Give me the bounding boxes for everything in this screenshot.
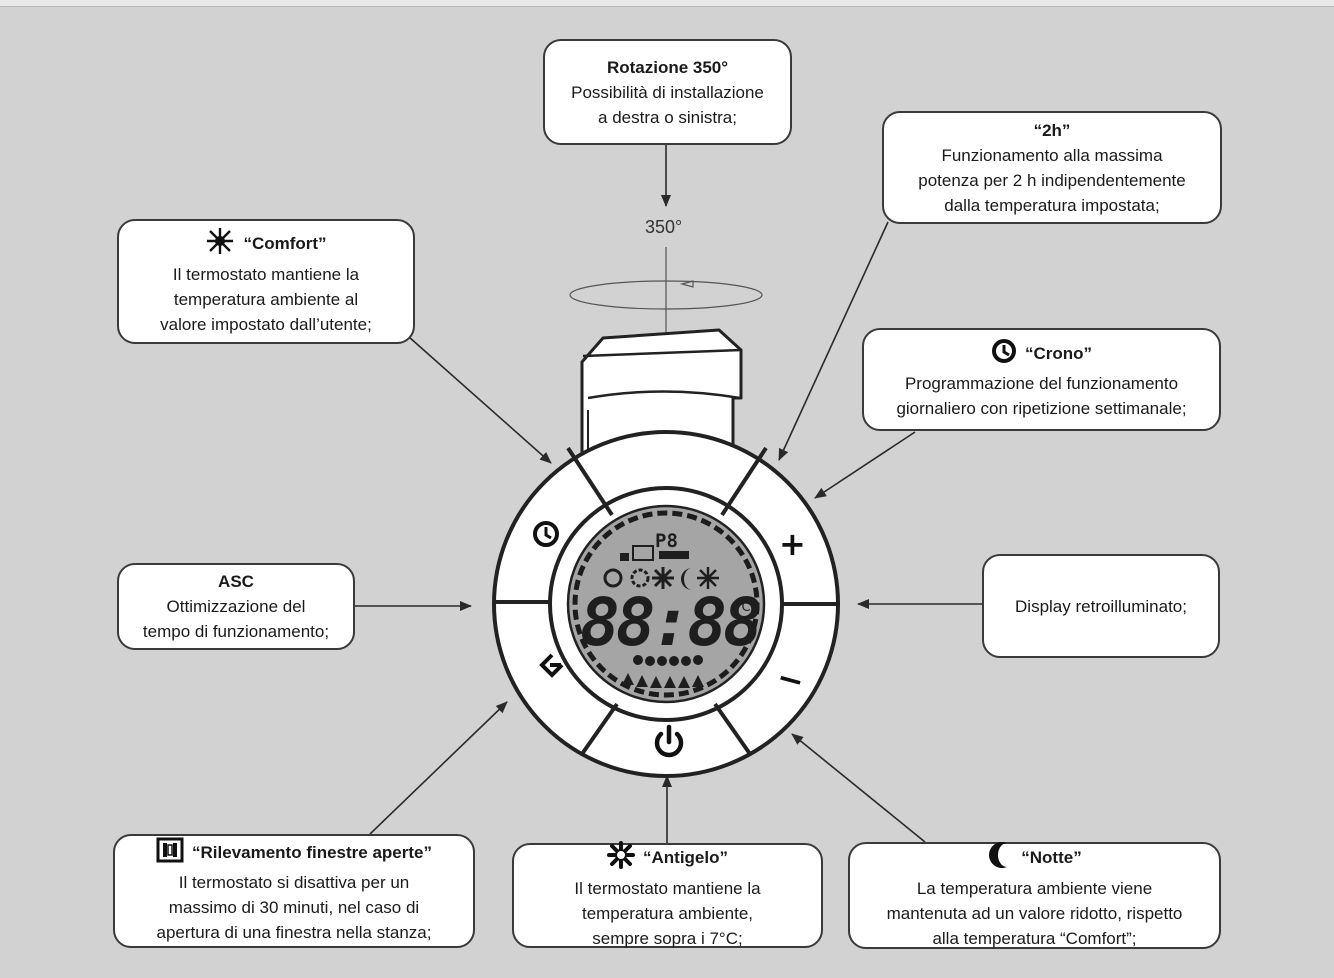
callout-crono: “Crono” Programmazione del funzionamento… bbox=[862, 328, 1221, 431]
thermostat-dial: 88:88 °C P8 bbox=[492, 430, 840, 778]
asc-icon bbox=[539, 653, 564, 678]
callout-asc-body: Ottimizzazione del tempo di funzionament… bbox=[142, 597, 330, 641]
lcd-battery-indicator bbox=[659, 551, 689, 559]
lcd-power-icon bbox=[603, 568, 623, 588]
callout-two-hours: “2h” Funzionamento alla massima potenza … bbox=[882, 111, 1222, 224]
lcd-sun-icon bbox=[697, 567, 719, 589]
power-icon bbox=[654, 731, 684, 758]
callout-antifreeze-body: Il termostato mantiene la temperatura am… bbox=[574, 878, 761, 948]
dial-clock-button[interactable] bbox=[533, 521, 559, 547]
arrow-crono bbox=[814, 431, 916, 499]
arrow-night bbox=[791, 733, 926, 843]
callout-comfort-title: “Comfort” bbox=[243, 233, 327, 253]
clock-icon bbox=[991, 338, 1017, 371]
arrow-comfort bbox=[408, 336, 552, 464]
callout-crono-body: Programmazione del funzionamento giornal… bbox=[896, 374, 1187, 418]
callout-rotation-body: Possibilità di installazione a destra o … bbox=[571, 82, 764, 127]
connector-arrows bbox=[355, 145, 982, 843]
callout-display: Display retroilluminato; bbox=[982, 554, 1220, 658]
lcd-program-triangles bbox=[622, 673, 704, 688]
lcd-day-indicators bbox=[633, 655, 703, 666]
callout-window: “Rilevamento finestre aperte” Il termost… bbox=[113, 834, 475, 948]
arrow-two-hours bbox=[778, 221, 889, 461]
callout-rotation-title: Rotazione 350° bbox=[606, 57, 729, 77]
lcd-timer-icon bbox=[630, 568, 650, 588]
lcd-window-indicator bbox=[632, 545, 654, 561]
callout-two-hours-title: “2h” bbox=[1033, 120, 1071, 140]
callout-antifreeze: “Antigelo” Il termostato mantiene la tem… bbox=[512, 840, 823, 948]
callout-window-title: “Rilevamento finestre aperte” bbox=[192, 842, 432, 862]
callout-two-hours-body: Funzionamento alla massima potenza per 2… bbox=[918, 145, 1186, 215]
lcd-lock-indicator bbox=[620, 553, 629, 561]
lcd-small-digits: P8 bbox=[655, 530, 678, 552]
dial-plus-button[interactable]: + bbox=[779, 525, 806, 563]
callout-asc: ASC Ottimizzazione del tempo di funziona… bbox=[117, 563, 355, 650]
snowflake-icon bbox=[607, 840, 635, 876]
lcd-digits: 88:88 bbox=[580, 584, 760, 661]
callout-comfort-body: Il termostato mantiene la temperatura am… bbox=[160, 264, 372, 334]
rotation-indicator: 350° bbox=[569, 217, 763, 340]
dial-asc-button[interactable] bbox=[539, 653, 564, 678]
arrow-window bbox=[369, 701, 508, 835]
callout-crono-title: “Crono” bbox=[1024, 343, 1093, 363]
moon-icon bbox=[987, 841, 1013, 876]
top-bar bbox=[0, 0, 1334, 7]
callout-night-body: La temperatura ambiente viene mantenuta … bbox=[886, 878, 1183, 948]
lcd-moon-icon bbox=[681, 568, 692, 590]
dial-power-button[interactable] bbox=[654, 724, 684, 758]
callout-asc-title: ASC bbox=[218, 572, 254, 591]
callout-night: “Notte” La temperatura ambiente viene ma… bbox=[848, 841, 1221, 949]
callout-rotation: Rotazione 350° Possibilità di installazi… bbox=[543, 39, 792, 145]
lcd-snowflake-icon bbox=[652, 567, 674, 589]
lcd-content: 88:88 °C P8 bbox=[580, 530, 764, 688]
angle-label: 350° bbox=[645, 217, 682, 237]
lcd-display bbox=[566, 504, 766, 704]
callout-antifreeze-title: “Antigelo” bbox=[643, 847, 728, 867]
callout-night-title: “Notte” bbox=[1021, 847, 1082, 867]
plus-label: + bbox=[779, 525, 806, 563]
lcd-unit: °C bbox=[735, 600, 751, 615]
callout-comfort: “Comfort” Il termostato mantiene la temp… bbox=[117, 219, 415, 344]
sun-icon bbox=[205, 227, 235, 262]
clock-icon bbox=[533, 521, 559, 547]
window-icon bbox=[156, 837, 184, 870]
callout-window-body: Il termostato si disattiva per un massim… bbox=[156, 873, 432, 942]
callout-display-body: Display retroilluminato; bbox=[1015, 596, 1187, 616]
